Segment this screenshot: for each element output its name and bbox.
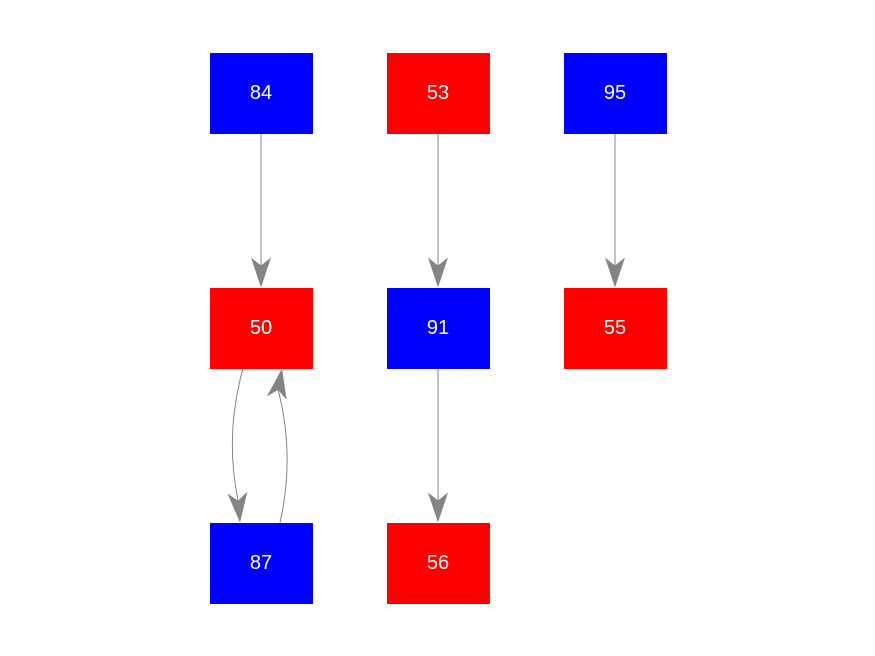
- arrowhead-91-56: [428, 492, 448, 523]
- graph-node-84[interactable]: 84: [209, 52, 313, 134]
- node-label: 56: [426, 552, 450, 574]
- graph-node-50[interactable]: 50: [209, 287, 313, 369]
- node-label: 91: [426, 317, 450, 339]
- node-label: 55: [603, 317, 627, 339]
- arrowhead-95-55: [605, 257, 625, 288]
- node-label: 87: [249, 552, 273, 574]
- graph-node-56[interactable]: 56: [386, 522, 490, 604]
- graph-node-95[interactable]: 95: [563, 52, 667, 134]
- node-label: 53: [426, 82, 450, 104]
- edge-87-50: [277, 390, 288, 523]
- graph-node-55[interactable]: 55: [563, 287, 667, 369]
- arrowhead-53-91: [428, 257, 448, 288]
- arrowhead-84-50: [251, 257, 271, 288]
- graph-node-91[interactable]: 91: [386, 287, 490, 369]
- edge-50-87: [231, 368, 244, 501]
- graph-node-87[interactable]: 87: [209, 522, 313, 604]
- node-label: 84: [249, 82, 273, 104]
- arrowhead-87-50: [266, 368, 287, 400]
- node-label: 95: [603, 82, 627, 104]
- arrowhead-50-87: [227, 491, 248, 523]
- node-label: 50: [249, 317, 273, 339]
- graph-node-53[interactable]: 53: [386, 52, 490, 134]
